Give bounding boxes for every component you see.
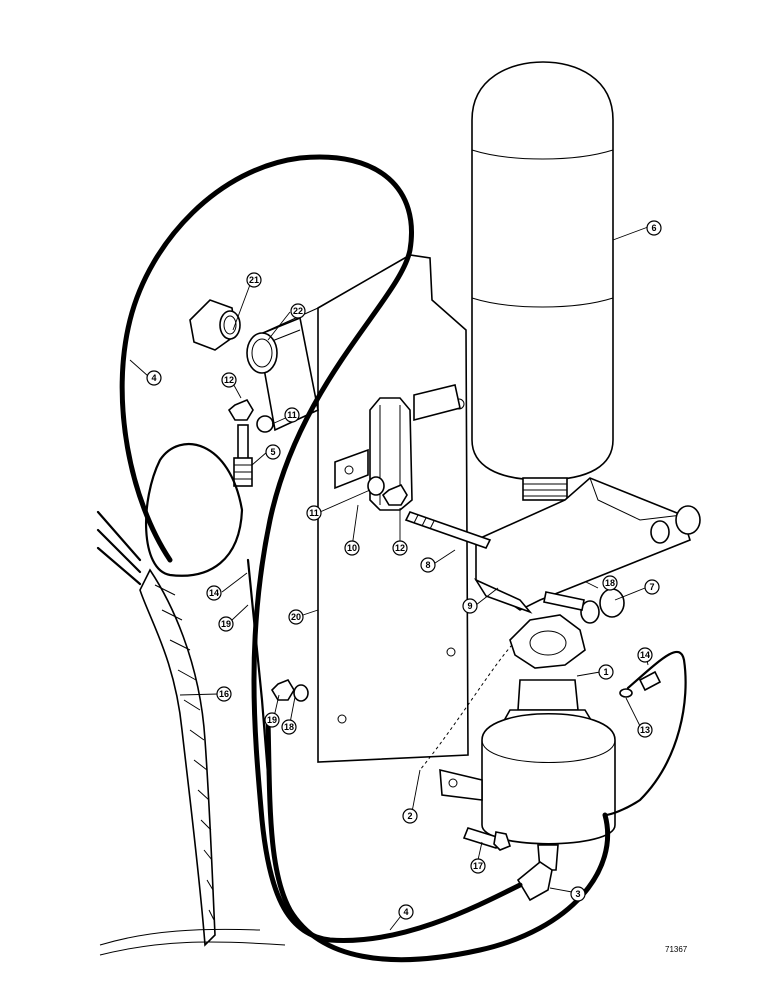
svg-text:12: 12 bbox=[224, 375, 234, 385]
svg-text:18: 18 bbox=[284, 722, 294, 732]
svg-text:21: 21 bbox=[249, 275, 259, 285]
callout-16: 16 bbox=[216, 686, 232, 702]
wing-nut bbox=[543, 505, 701, 624]
svg-text:16: 16 bbox=[219, 689, 229, 699]
cap-screw bbox=[462, 827, 511, 851]
svg-text:6: 6 bbox=[651, 223, 656, 233]
svg-text:14: 14 bbox=[640, 650, 650, 660]
stud-bolt bbox=[404, 511, 492, 549]
reducer-fitting bbox=[189, 299, 241, 351]
callout-18-right: 18 bbox=[602, 575, 618, 591]
svg-text:3: 3 bbox=[575, 889, 580, 899]
callout-19-upper: 19 bbox=[218, 616, 234, 632]
svg-text:8: 8 bbox=[425, 560, 430, 570]
svg-text:4: 4 bbox=[151, 373, 156, 383]
svg-text:11: 11 bbox=[309, 508, 319, 518]
callout-21: 21 bbox=[246, 272, 262, 288]
callout-14-left: 14 bbox=[206, 585, 222, 601]
drawing-reference-number: 71367 bbox=[665, 945, 688, 954]
callout-12-upper: 12 bbox=[221, 372, 237, 388]
drain-elbow bbox=[516, 861, 553, 902]
callout-19-lower: 19 bbox=[264, 712, 280, 728]
svg-text:5: 5 bbox=[270, 447, 275, 457]
filter-housing bbox=[439, 679, 616, 871]
svg-text:18: 18 bbox=[605, 578, 615, 588]
callout-11-upper: 11 bbox=[284, 407, 300, 423]
leader-lines bbox=[129, 226, 649, 931]
callout-13: 13 bbox=[637, 722, 653, 738]
callout-5: 5 bbox=[265, 444, 281, 460]
callout-18-left: 18 bbox=[281, 719, 297, 735]
svg-text:20: 20 bbox=[291, 612, 301, 622]
callout-22: 22 bbox=[290, 303, 306, 319]
callout-14-right: 14 bbox=[637, 647, 653, 663]
svg-text:17: 17 bbox=[473, 861, 483, 871]
filler-cap-chain bbox=[419, 614, 586, 771]
callout-2: 2 bbox=[402, 808, 418, 824]
callout-11-lower: 11 bbox=[306, 505, 322, 521]
svg-text:19: 19 bbox=[267, 715, 277, 725]
svg-text:7: 7 bbox=[649, 582, 654, 592]
svg-text:13: 13 bbox=[640, 725, 650, 735]
svg-text:9: 9 bbox=[467, 601, 472, 611]
callout-12-lower: 12 bbox=[392, 540, 408, 556]
callout-9: 9 bbox=[462, 598, 478, 614]
filter-canister bbox=[471, 61, 614, 501]
svg-text:19: 19 bbox=[221, 619, 231, 629]
callout-17: 17 bbox=[470, 858, 486, 874]
svg-text:14: 14 bbox=[209, 588, 219, 598]
callout-4-lower: 4 bbox=[398, 904, 414, 920]
svg-text:10: 10 bbox=[347, 543, 357, 553]
bail-yoke bbox=[473, 477, 691, 614]
svg-text:12: 12 bbox=[395, 543, 405, 553]
callout-10: 10 bbox=[344, 540, 360, 556]
svg-text:4: 4 bbox=[403, 907, 408, 917]
ground-wire bbox=[603, 650, 687, 817]
callout-3: 3 bbox=[570, 886, 586, 902]
wire-harness bbox=[96, 443, 286, 956]
svg-text:22: 22 bbox=[293, 306, 303, 316]
svg-text:2: 2 bbox=[407, 811, 412, 821]
fuel-hose bbox=[119, 154, 611, 963]
callout-20: 20 bbox=[288, 609, 304, 625]
svg-text:1: 1 bbox=[603, 667, 608, 677]
washer-nut-set bbox=[270, 679, 309, 702]
callout-6: 6 bbox=[646, 220, 662, 236]
callout-8: 8 bbox=[420, 557, 436, 573]
callout-4-upper: 4 bbox=[146, 370, 162, 386]
callout-1: 1 bbox=[598, 664, 614, 680]
svg-text:11: 11 bbox=[287, 410, 297, 420]
gasket-ring bbox=[246, 332, 278, 374]
callout-7: 7 bbox=[644, 579, 660, 595]
